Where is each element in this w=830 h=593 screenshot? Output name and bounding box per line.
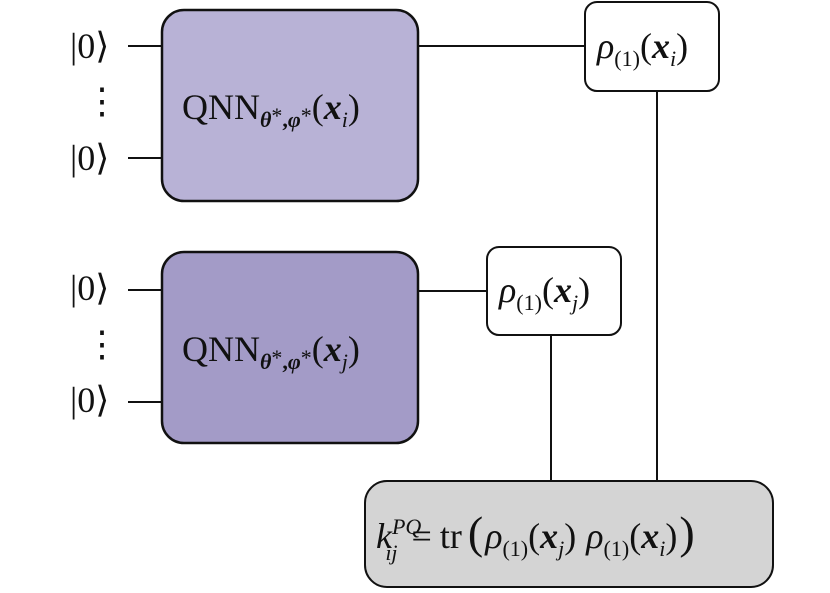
vertical-dots-top: ⋮ — [84, 81, 120, 121]
ket-zero-2: |0⟩ — [70, 138, 109, 178]
rho-i-label: ρ(1)(xi) — [596, 26, 688, 71]
ket-zero-1: |0⟩ — [70, 26, 109, 66]
qnn-bottom-label: QNNθ*,φ*(xj) — [182, 329, 360, 374]
kernel-box — [364, 480, 774, 588]
ket-zero-3: |0⟩ — [70, 268, 109, 308]
ket-zero-4: |0⟩ — [70, 380, 109, 420]
vertical-dots-bottom: ⋮ — [84, 324, 120, 364]
rho-j-label: ρ(1)(xj) — [498, 270, 590, 315]
rho-i-box — [584, 1, 720, 92]
qnn-top-box — [160, 8, 420, 203]
qnn-bottom-box — [160, 250, 420, 445]
rho-j-box — [486, 246, 622, 336]
qnn-top-label: QNNθ*,φ*(xi) — [182, 87, 360, 132]
